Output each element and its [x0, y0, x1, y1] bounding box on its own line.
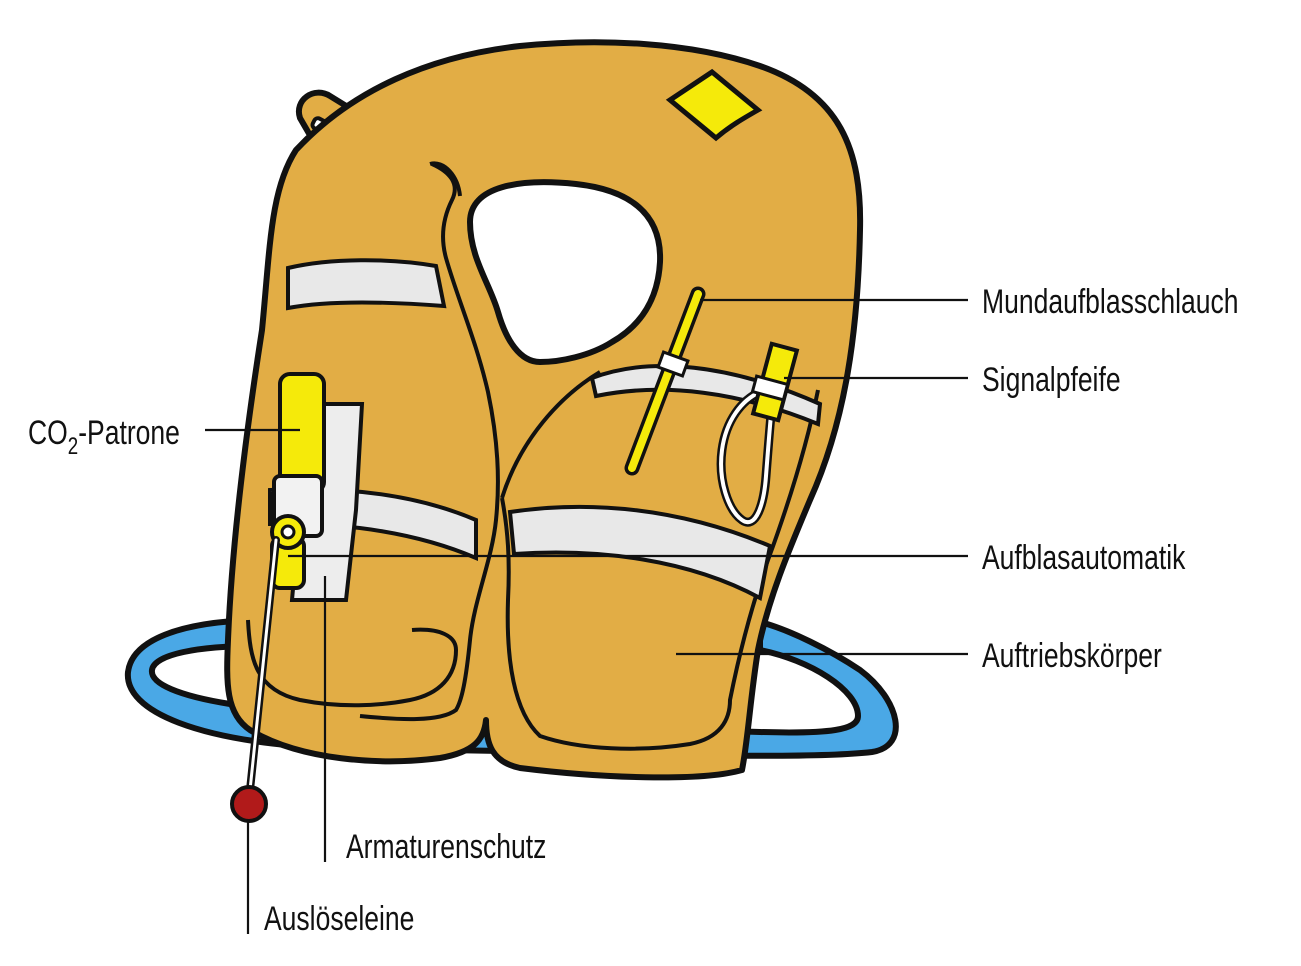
reflector-patch [665, 68, 763, 142]
pull-cord [230, 536, 280, 823]
band-top-left [286, 258, 447, 311]
leader-lines [205, 298, 968, 934]
label-mundaufblasschlauch: Mundaufblasschlauch [982, 283, 1238, 321]
vest-outer [224, 39, 864, 781]
inflator-ring-hole [280, 524, 296, 540]
label-auftriebskoerper: Auftriebskörper [982, 637, 1162, 675]
label-co2-patrone: CO2-Patrone [28, 414, 180, 460]
co2-cartridge [270, 372, 326, 590]
labels: CO2-Patrone Mundaufblasschlauch Signalpf… [28, 283, 1238, 938]
label-signalpfeife: Signalpfeife [982, 361, 1121, 399]
band-mid-right [507, 504, 773, 602]
whistle-lanyard-core [719, 390, 774, 525]
whistle [716, 341, 800, 527]
vest-body [224, 39, 864, 781]
label-ausloeseleine: Auslöseleine [264, 900, 414, 938]
right-chamber-top [500, 370, 602, 499]
left-chamber-seam [359, 162, 500, 722]
whistle-clip [750, 374, 790, 402]
pull-cord-core [248, 538, 278, 792]
oral-tube-fill [628, 290, 702, 472]
label-armaturenschutz: Armaturenschutz [346, 828, 546, 866]
label-aufblasautomatik: Aufblasautomatik [982, 539, 1186, 577]
fold-curl [429, 161, 462, 197]
neck-opening [467, 179, 664, 365]
right-chamber-seam [500, 389, 820, 751]
oral-tube [624, 286, 706, 476]
pull-handle [230, 785, 268, 823]
oral-tube-clip [656, 350, 690, 378]
